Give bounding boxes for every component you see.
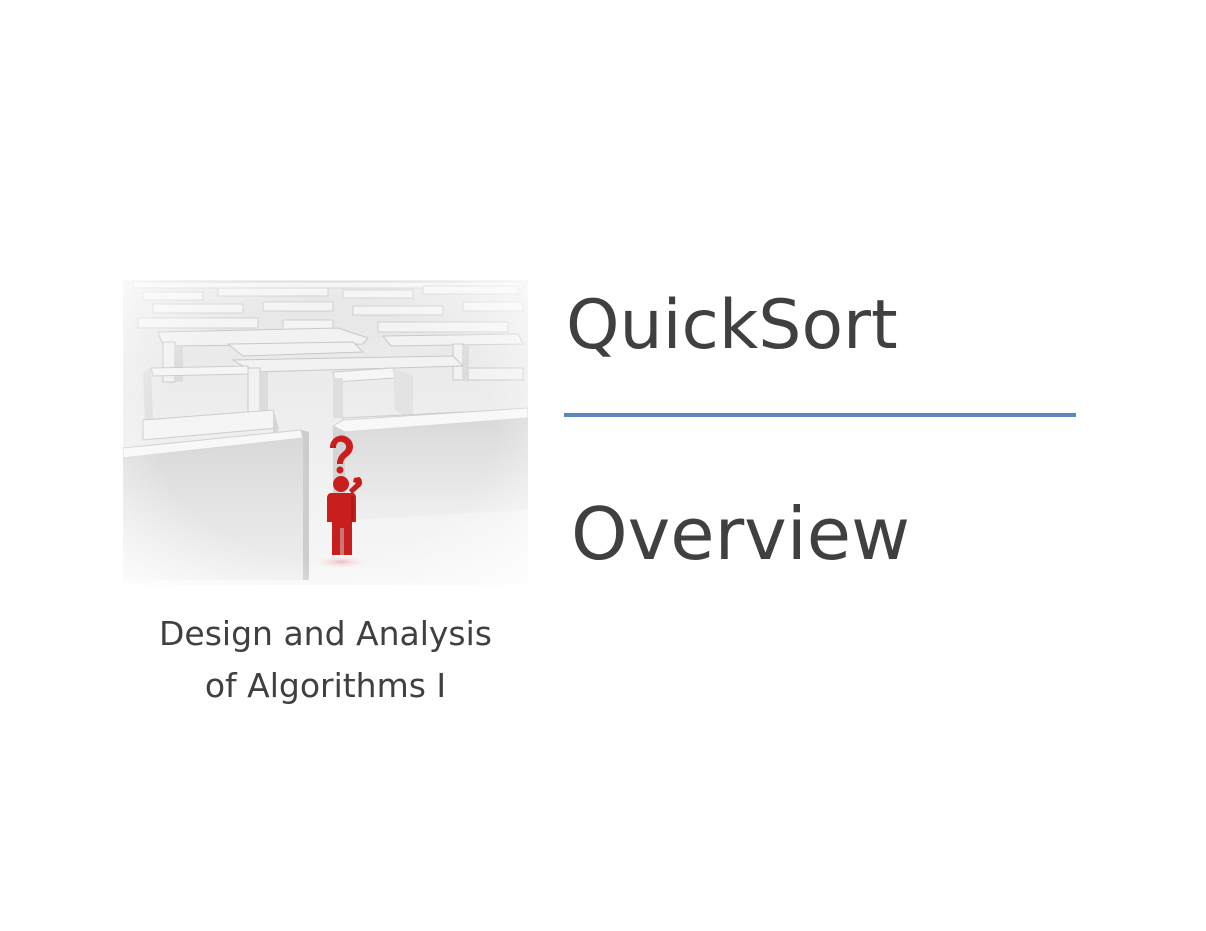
title-divider	[564, 413, 1076, 417]
course-title-line-2: of Algorithms I	[204, 666, 447, 705]
course-title-line-1: Design and Analysis	[159, 614, 492, 653]
lecture-subtitle: Overview	[571, 492, 910, 576]
lecture-title: QuickSort	[566, 286, 898, 365]
maze-illustration	[123, 280, 528, 585]
course-title: Design and Analysis of Algorithms I	[123, 608, 528, 712]
